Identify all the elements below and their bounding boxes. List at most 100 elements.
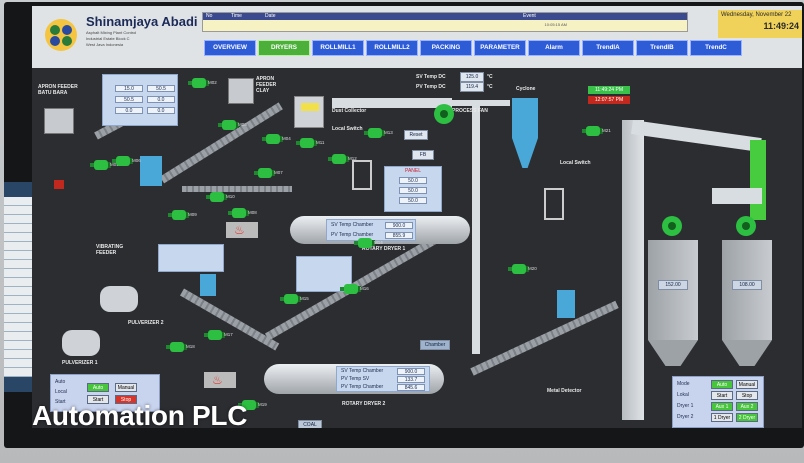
sv-temp-value: 125.0	[460, 72, 484, 82]
dust-collector-1[interactable]	[294, 96, 324, 128]
dryer2-row-label: PV Temp SV	[341, 376, 370, 382]
pulverizer-1-label: PULVERIZER 1	[62, 360, 98, 366]
nav-tab-rollmill2[interactable]: ROLLMILL2	[366, 40, 418, 56]
motor-label: M13	[384, 130, 393, 135]
motor-icon[interactable]	[340, 284, 361, 294]
silo-fan-icon[interactable]	[736, 216, 756, 236]
auto-button[interactable]: Auto	[711, 380, 733, 389]
datetime-display: Wednesday, November 22 11:49:24	[718, 10, 802, 38]
auto-button[interactable]: Auto	[87, 383, 109, 392]
alarm-banner[interactable]: No Time Date Event 10:05:15 AM	[202, 12, 688, 32]
stop-button[interactable]: Stop	[115, 395, 137, 404]
nav-tab-rollmill1[interactable]: ROLLMILL1	[312, 40, 364, 56]
coal-button[interactable]: COAL	[298, 420, 322, 428]
mid-panel-value: 50.0	[399, 177, 427, 184]
reset-button[interactable]: Reset	[404, 130, 428, 140]
motor-icon[interactable]	[206, 192, 227, 202]
bin-hopper	[140, 156, 162, 186]
nav-tab-trendc[interactable]: TrendC	[690, 40, 742, 56]
pulverizer-2-label: PULVERIZER 2	[128, 320, 164, 326]
cyclone[interactable]	[512, 98, 538, 138]
vibrating-feeder-label: VIBRATING FEEDER	[96, 244, 124, 256]
motor-icon[interactable]	[364, 128, 385, 138]
nav-tab-alarm[interactable]: Alarm	[528, 40, 580, 56]
process-fan-icon[interactable]	[434, 104, 454, 124]
nav-tab-trendia[interactable]: TrendIA	[582, 40, 634, 56]
mid-panel-value: 50.0	[399, 187, 427, 194]
dryer2-value: 845.6	[397, 384, 425, 391]
date-text: Wednesday, November 22	[721, 12, 792, 18]
local-switch-label: Local Switch	[332, 126, 363, 132]
manual-button[interactable]: Manual	[115, 383, 137, 392]
alarm-timestamp: 10:05:15 AM	[544, 22, 567, 27]
silo-fan-icon[interactable]	[662, 216, 682, 236]
stop-button[interactable]: Stop	[736, 391, 758, 400]
manual-button[interactable]: Manual	[736, 380, 758, 389]
pv-value: 50.5	[115, 96, 143, 103]
aux2-button[interactable]: Aux 2	[736, 402, 758, 411]
pulverizer-1-body[interactable]	[62, 330, 100, 356]
silo-right: 108.00	[722, 240, 772, 340]
hopper-batu[interactable]	[44, 108, 74, 134]
feeder-setpoint-panel: 15.0 50.5 0.0 50.5 0.0 0.0	[102, 74, 178, 126]
duct	[631, 120, 762, 153]
motor-icon[interactable]	[328, 154, 349, 164]
rotary-dryer-1[interactable]: SV Temp Chamber PV Temp Chamber 900.0 85…	[290, 216, 470, 244]
motor-icon[interactable]	[90, 160, 111, 170]
conveyor-belt	[182, 186, 292, 192]
nav-tab-dryers[interactable]: DRYERS	[258, 40, 310, 56]
motor-label: M05	[110, 162, 119, 167]
nav-tab-trendib[interactable]: TrendIB	[636, 40, 688, 56]
motor-label: M18	[186, 344, 195, 349]
start-button[interactable]: Start	[711, 391, 733, 400]
two-dryer-button[interactable]: 2 Dryer	[736, 413, 758, 422]
motor-icon[interactable]	[582, 126, 603, 136]
apron-feeder-batu-label: APRON FEEDER BATU BARA	[38, 84, 78, 96]
motor-icon[interactable]	[238, 400, 259, 410]
legend-row-label: Mode	[677, 381, 690, 387]
motor-icon[interactable]	[112, 156, 133, 166]
company-name: Shinamjaya Abadi	[86, 14, 198, 29]
time-text: 11:49:24	[763, 21, 799, 31]
motor-icon[interactable]	[262, 134, 283, 144]
motor-icon[interactable]	[508, 264, 529, 274]
alarm-col-date: Date	[265, 13, 276, 19]
motor-icon[interactable]	[218, 120, 239, 130]
nav-tab-packing[interactable]: PACKING	[420, 40, 472, 56]
temp-unit: °C	[487, 74, 493, 80]
company-address-line: Asphalt Mixing Plant Control	[86, 30, 137, 35]
motor-icon[interactable]	[166, 342, 187, 352]
fb-button[interactable]: FB	[412, 150, 434, 160]
pulverizer-2-body[interactable]	[100, 286, 138, 312]
pv-value: 0.0	[115, 107, 143, 114]
process-diagram: 152.00 108.00 SV Temp Chamber PV Temp Ch…	[32, 68, 802, 428]
sv-value: 0.0	[147, 96, 175, 103]
motor-icon[interactable]	[354, 238, 375, 248]
pv-temp-label: PV Temp DC	[416, 84, 446, 90]
sv-value: 50.5	[147, 85, 175, 92]
motor-icon[interactable]	[254, 168, 275, 178]
motor-icon[interactable]	[188, 78, 209, 88]
local-switch-label: Local Switch	[560, 160, 591, 166]
motor-icon[interactable]	[168, 210, 189, 220]
motor-icon[interactable]	[204, 330, 225, 340]
nav-tab-parameter[interactable]: PARAMETER	[474, 40, 526, 56]
motor-icon[interactable]	[280, 294, 301, 304]
mid-panel-value: 50.0	[399, 197, 427, 204]
mid-setpoint-panel: PANEL 50.0 50.0 50.0	[384, 166, 442, 212]
hopper-clay[interactable]	[228, 78, 254, 104]
chamber-box[interactable]: Chamber	[420, 340, 450, 350]
cyclone-label: Cyclone	[516, 86, 536, 92]
motor-icon[interactable]	[296, 138, 317, 148]
start-button[interactable]: Start	[87, 395, 109, 404]
rotary-dryer-2[interactable]: SV Temp Chamber PV Temp SV PV Temp Chamb…	[264, 364, 444, 394]
motor-label: M20	[528, 266, 537, 271]
duct	[450, 100, 510, 106]
aux1-button[interactable]: Aux 1	[711, 402, 733, 411]
hmi-header: Shinamjaya Abadi Asphalt Mixing Plant Co…	[32, 6, 802, 68]
motor-icon[interactable]	[228, 208, 249, 218]
one-dryer-button[interactable]: 1 Dryer	[711, 413, 733, 422]
dryer1-readout: SV Temp Chamber PV Temp Chamber 900.0 85…	[326, 219, 416, 241]
rotary-dryer-2-label: ROTARY DRYER 2	[342, 401, 386, 407]
nav-tab-overview[interactable]: OVERVIEW	[204, 40, 256, 56]
